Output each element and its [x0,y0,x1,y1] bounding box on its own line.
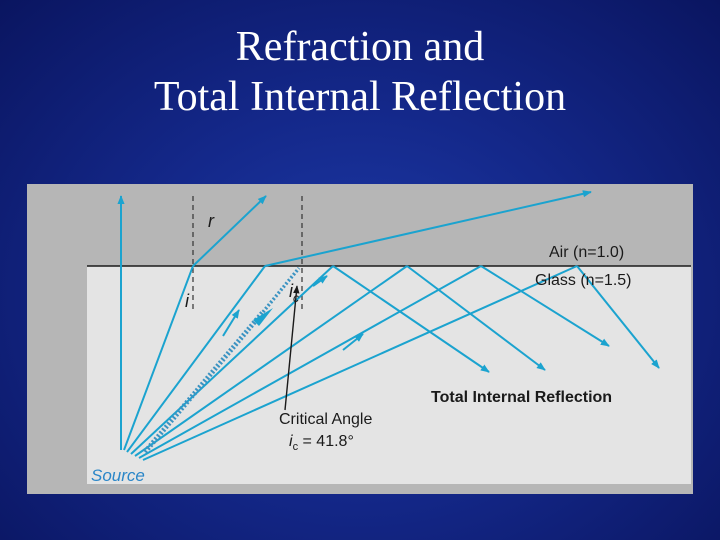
arrow-on-ray-4 [312,275,328,287]
slide-title: Refraction and Total Internal Reflection [0,22,720,122]
ray-incident-2 [126,265,266,453]
label-r: r [208,211,215,231]
critical-angle-pointer [284,285,300,411]
arrow-on-ray-5 [342,333,364,351]
ray-reflected-3 [480,265,610,347]
refraction-diagram: r i ic Air (n=1.0) Glass (n=1.5) Total I… [87,190,691,485]
diagram-panel: r i ic Air (n=1.0) Glass (n=1.5) Total I… [27,184,693,494]
source-label: Source [91,466,145,485]
ray-incident-3 [130,265,334,455]
air-label: Air (n=1.0) [549,244,624,261]
ray-incident [123,265,194,451]
arrow-on-ray-2 [222,309,240,337]
ray-reflected-4 [576,265,660,369]
ray-reflected-1 [332,265,490,373]
label-ic: ic [289,281,299,305]
critical-ray-upper [261,266,301,314]
ray-reflected-2 [406,265,546,371]
critical-ray-arrowhead [253,308,273,326]
light-rays [117,190,660,461]
ray-incident-5 [138,265,482,459]
ray-incident-4 [134,265,408,457]
critical-ray-lower [143,310,265,454]
ray-incident-6 [142,265,578,461]
critical-angle-label: Critical Angle [279,411,372,428]
glass-label: Glass (n=1.5) [535,272,631,289]
slide-title-line-2: Total Internal Reflection [153,74,567,120]
ray-refracted [192,195,267,267]
tir-label: Total Internal Reflection [431,389,612,406]
label-i: i [185,291,190,311]
critical-angle-value: ic = 41.8° [289,433,354,453]
glass-region [87,266,691,484]
ray-grazing [264,190,592,267]
slide-title-line-1: Refraction and [235,24,485,70]
